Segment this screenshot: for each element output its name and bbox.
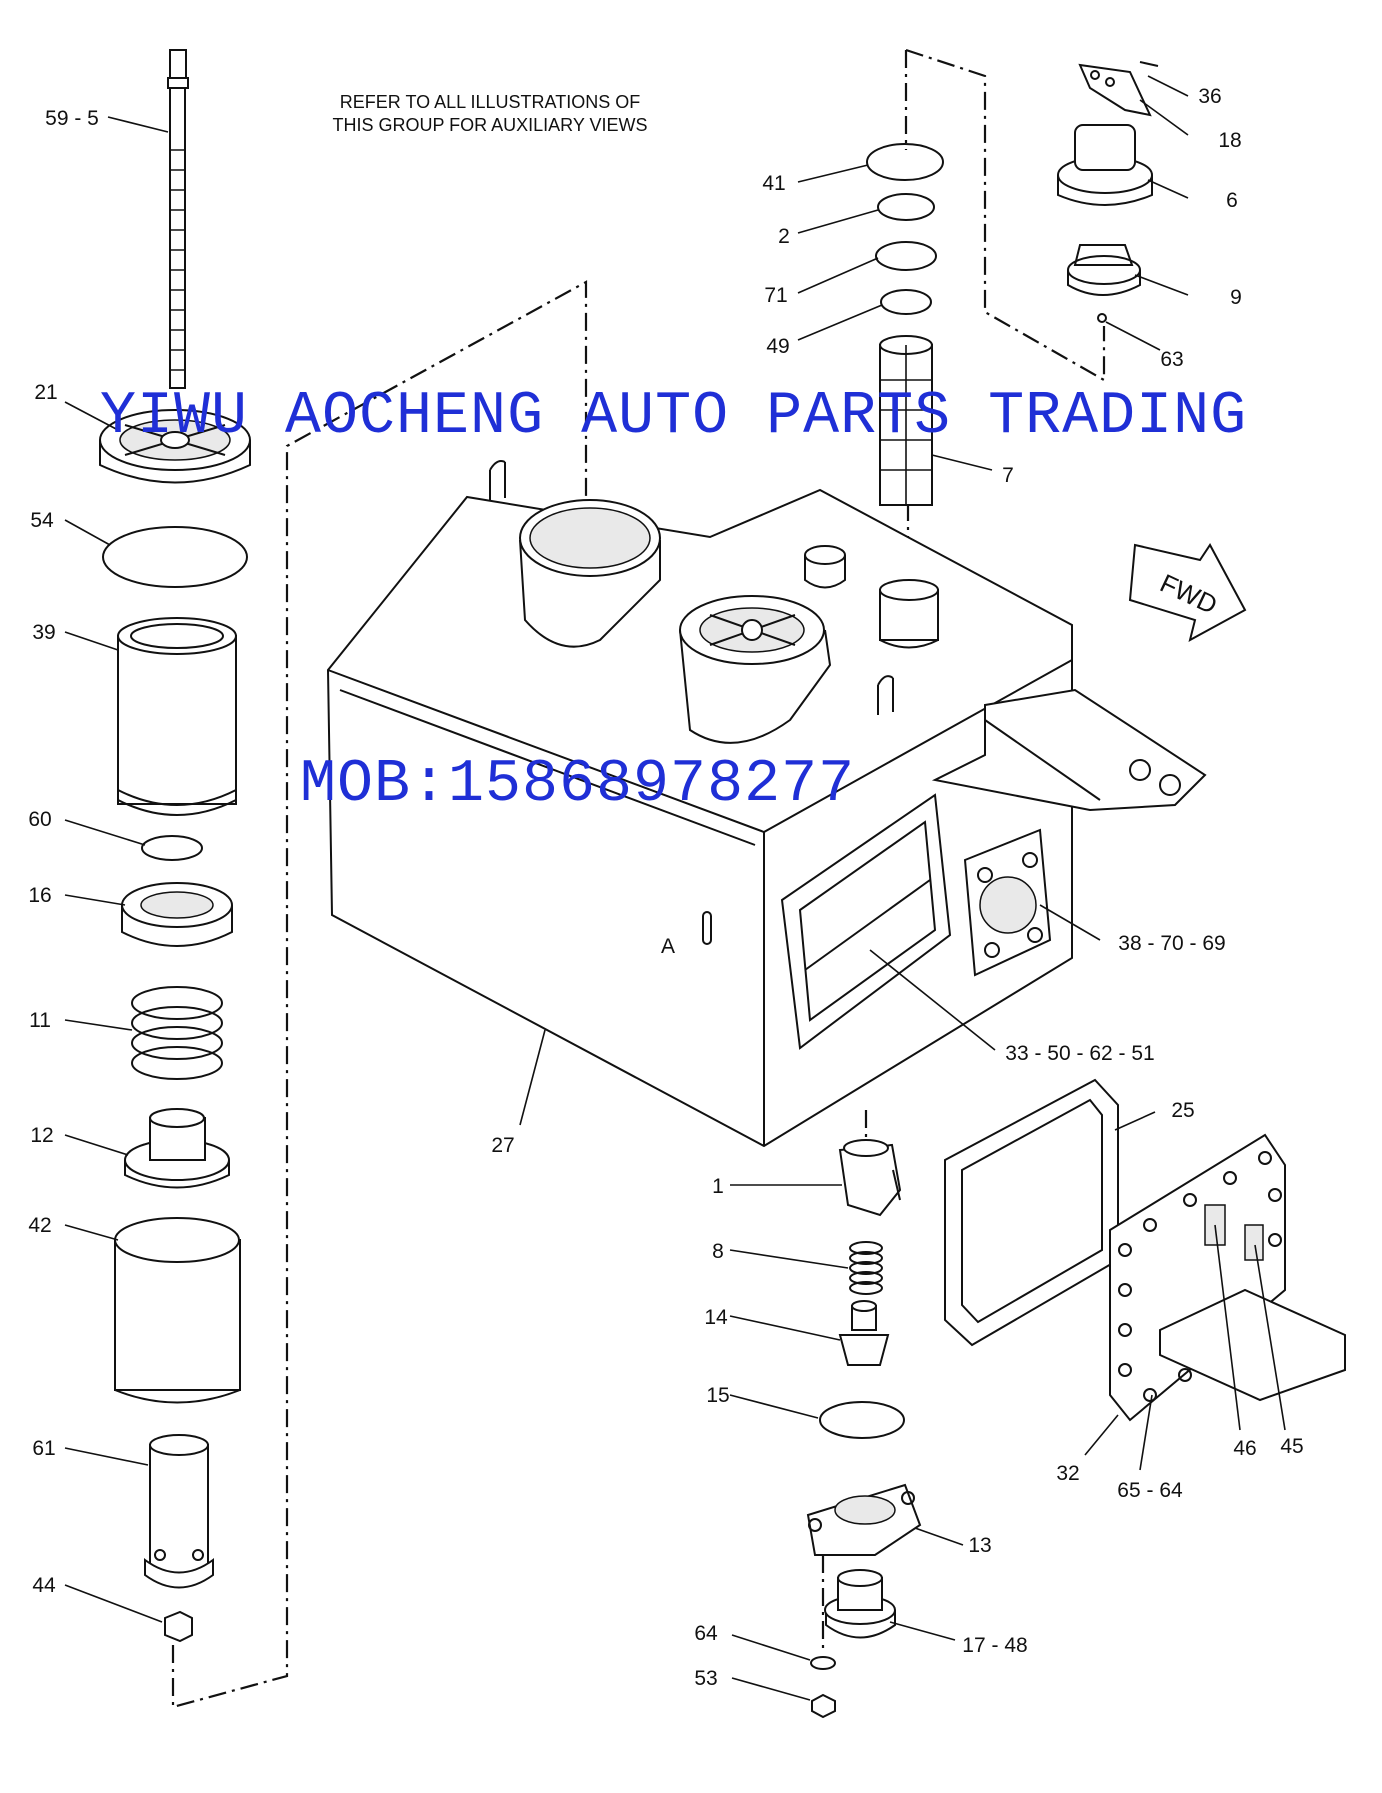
spring-8	[849, 1241, 883, 1295]
adapter-9	[1067, 244, 1141, 296]
callout-12: 12	[30, 1124, 53, 1147]
callout-13: 13	[968, 1534, 991, 1557]
lifting-eye-left	[489, 460, 506, 500]
cleanout-opening	[780, 793, 952, 1050]
ring-41	[866, 143, 944, 181]
reference-note-line-1: REFER TO ALL ILLUSTRATIONS OF	[340, 92, 640, 112]
callout-6: 6	[1226, 189, 1238, 212]
callout-53: 53	[694, 1667, 717, 1690]
reference-note: REFER TO ALL ILLUSTRATIONS OF THIS GROUP…	[332, 92, 647, 135]
watermark-company: YIWU AOCHENG AUTO PARTS TRADING	[100, 383, 1247, 451]
callout-7: 7	[1002, 464, 1014, 487]
sight-slot	[702, 911, 712, 945]
callout-14: 14	[704, 1306, 728, 1329]
callout-44: 44	[32, 1574, 56, 1597]
bypass-valve-12	[124, 1108, 230, 1189]
flange-38-70-69	[963, 828, 1052, 977]
nut-53	[811, 1693, 836, 1719]
callout-63: 63	[1160, 348, 1183, 371]
filler-cap-stack	[866, 61, 1159, 506]
leader-lines	[64, 75, 1286, 1701]
callout-18: 18	[1218, 129, 1241, 152]
callout-17-48: 17 - 48	[962, 1634, 1027, 1657]
drain-flange-13	[806, 1483, 922, 1556]
valve-housing-1	[838, 1139, 902, 1217]
callout-15: 15	[706, 1384, 729, 1407]
callout-49: 49	[766, 335, 789, 358]
washer-64	[810, 1656, 836, 1670]
callout-42: 42	[28, 1214, 51, 1237]
callout-9: 9	[1230, 286, 1242, 309]
rod-59-5	[167, 49, 189, 389]
retainer-16	[121, 882, 233, 947]
bracket-36-18	[1078, 61, 1159, 117]
callout-45: 45	[1280, 1435, 1303, 1458]
callout-32: 32	[1056, 1462, 1079, 1485]
callout-11: 11	[29, 1009, 51, 1032]
ball-63	[1097, 313, 1107, 323]
hydraulic-tank-27: A	[326, 460, 1207, 1148]
nut-44	[164, 1610, 193, 1643]
mounting-bracket	[931, 688, 1207, 812]
callout-61: 61	[32, 1437, 55, 1460]
tank-sleeve	[879, 579, 939, 649]
callout-64: 64	[694, 1622, 718, 1645]
callout-27: 27	[491, 1134, 514, 1157]
watermark-phone: MOB:15868978277	[300, 751, 855, 819]
callout-65-64: 65 - 64	[1117, 1479, 1183, 1502]
lifting-eye-right	[877, 675, 894, 715]
gasket-25	[944, 1078, 1119, 1347]
filter-stack-left	[99, 49, 251, 1643]
o-ring-15	[819, 1401, 905, 1439]
callout-33-50-62-51: 33 - 50 - 62 - 51	[1005, 1042, 1154, 1065]
ring-71	[875, 241, 937, 271]
strainer-7	[879, 335, 933, 506]
filter-cover-21	[99, 409, 251, 484]
callout-60: 60	[28, 808, 51, 831]
filter-element-39	[117, 617, 237, 816]
callout-36: 36	[1198, 85, 1221, 108]
callout-8: 8	[712, 1240, 724, 1263]
callout-41: 41	[762, 172, 785, 195]
callout-46: 46	[1233, 1437, 1256, 1460]
drain-valve-stack	[806, 1139, 922, 1719]
tube-61	[144, 1434, 214, 1589]
poppet-14	[838, 1300, 890, 1366]
spring-11	[131, 986, 223, 1080]
callout-39: 39	[32, 621, 55, 644]
drain-plug-17-48	[824, 1569, 896, 1639]
tank-filler-neck	[519, 499, 661, 648]
callout-1: 1	[712, 1175, 724, 1198]
callout-2: 2	[778, 225, 790, 248]
callout-labels: 59 - 5 21 54 39 60 16 11 12 42 61 44 41 …	[28, 85, 1303, 1690]
callout-59-5: 59 - 5	[45, 107, 99, 130]
o-ring-54	[102, 526, 248, 588]
callout-21: 21	[34, 381, 57, 404]
callout-71: 71	[764, 284, 787, 307]
callout-16: 16	[28, 884, 51, 907]
callout-54: 54	[30, 509, 54, 532]
snap-ring-60	[141, 835, 203, 861]
callout-38-70-69: 38 - 70 - 69	[1118, 932, 1225, 955]
callout-25: 25	[1171, 1099, 1194, 1122]
reference-note-line-2: THIS GROUP FOR AUXILIARY VIEWS	[332, 115, 647, 135]
tank-strainer-housing	[679, 595, 832, 744]
canister-42	[114, 1217, 241, 1404]
view-label-a: A	[661, 935, 675, 958]
disc-2	[877, 193, 935, 221]
breather-plug	[804, 545, 846, 589]
filler-cap-6	[1057, 124, 1153, 206]
cover-plate-32	[1109, 1133, 1346, 1422]
forward-direction-arrow: FWD	[1128, 543, 1247, 642]
ring-49	[880, 289, 932, 315]
